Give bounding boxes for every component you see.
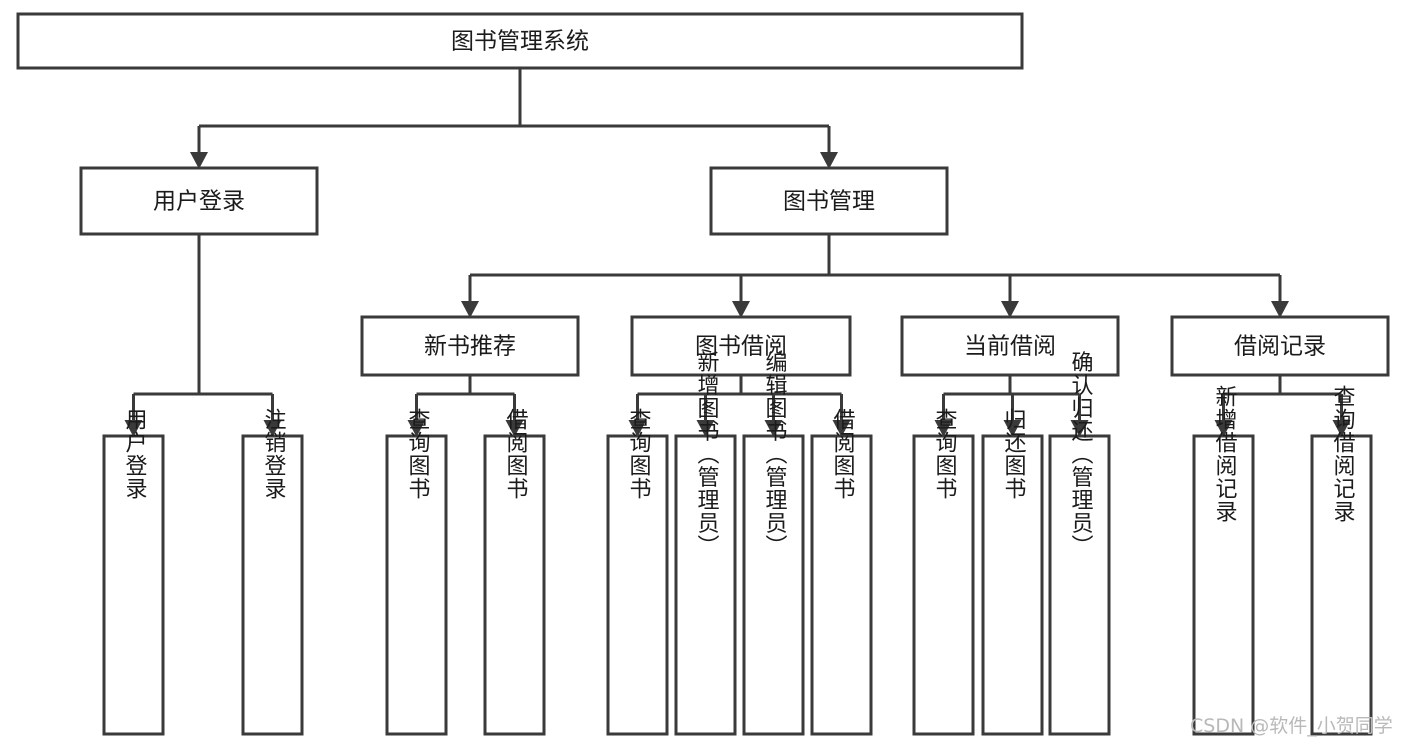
node-box [241, 434, 304, 736]
node-box [709, 166, 949, 236]
arrow-head-icon [505, 420, 524, 437]
node-leaf-confirm-return[interactable]: 确认归还（管理员） [1048, 351, 1111, 736]
node-label: 查询图书 [405, 408, 431, 500]
edges-layer [124, 68, 1351, 437]
node-box [1170, 315, 1390, 377]
node-label: 查询借阅记录 [1330, 385, 1356, 523]
arrow-head-icon [934, 420, 953, 437]
node-leaf-user-login[interactable]: 用户登录 [102, 408, 165, 736]
node-leaf-logout[interactable]: 注销登录 [241, 408, 304, 736]
node-box [981, 434, 1044, 736]
node-label: 新书推荐 [424, 334, 516, 360]
node-box [1048, 434, 1111, 736]
arrow-head-icon [1214, 420, 1233, 437]
node-box [102, 434, 165, 736]
node-root[interactable]: 图书管理系统 [16, 12, 1024, 70]
arrow-head-icon [1271, 301, 1289, 318]
node-box [360, 315, 580, 377]
arrow-head-icon [732, 301, 750, 318]
node-box [79, 166, 319, 236]
arrow-head-icon [832, 420, 851, 437]
node-label: 借阅图书 [503, 408, 529, 500]
arrow-head-icon [190, 152, 208, 169]
node-new-book-rec[interactable]: 新书推荐 [360, 315, 580, 377]
node-label: 图书管理系统 [451, 29, 589, 55]
node-box [674, 434, 737, 736]
arrow-head-icon [1070, 420, 1089, 437]
node-current-borrow[interactable]: 当前借阅 [900, 315, 1120, 377]
node-label: 图书借阅 [695, 334, 787, 360]
node-box [810, 434, 873, 736]
node-label: 注销登录 [261, 408, 287, 500]
node-leaf-borrow-book-1[interactable]: 借阅图书 [483, 408, 546, 736]
nodes-layer: 图书管理系统用户登录图书管理新书推荐图书借阅当前借阅借阅记录用户登录注销登录查询… [16, 12, 1390, 736]
node-box [385, 434, 448, 736]
node-label: 新增借阅记录 [1212, 385, 1238, 523]
node-label: 确认归还（管理员） [1068, 351, 1094, 558]
node-borrow-record[interactable]: 借阅记录 [1170, 315, 1390, 377]
node-box [1310, 434, 1373, 736]
arrow-head-icon [407, 420, 426, 437]
arrow-head-icon [1001, 301, 1019, 318]
node-box [742, 434, 805, 736]
node-label: 编辑图书（管理员） [762, 351, 788, 558]
node-label: 图书管理 [783, 189, 875, 215]
node-leaf-query-book-3[interactable]: 查询图书 [912, 408, 975, 736]
node-leaf-query-book-2[interactable]: 查询图书 [606, 408, 669, 736]
node-leaf-query-record[interactable]: 查询借阅记录 [1310, 385, 1373, 736]
arrow-head-icon [628, 420, 647, 437]
arrow-head-icon [820, 152, 838, 169]
arrow-head-icon [764, 420, 783, 437]
node-box [606, 434, 669, 736]
arrow-head-icon [263, 420, 282, 437]
node-leaf-query-book-1[interactable]: 查询图书 [385, 408, 448, 736]
node-label: 借阅图书 [830, 408, 856, 500]
arrow-head-icon [1332, 420, 1351, 437]
node-leaf-add-record[interactable]: 新增借阅记录 [1192, 385, 1255, 736]
arrow-head-icon [461, 301, 479, 318]
node-label: 查询图书 [932, 408, 958, 500]
node-leaf-edit-book[interactable]: 编辑图书（管理员） [742, 351, 805, 736]
node-box [1192, 434, 1255, 736]
node-book-manage[interactable]: 图书管理 [709, 166, 949, 236]
node-label: 查询图书 [626, 408, 652, 500]
node-user-login[interactable]: 用户登录 [79, 166, 319, 236]
node-label: 借阅记录 [1234, 334, 1326, 360]
node-box [483, 434, 546, 736]
node-box [912, 434, 975, 736]
node-book-borrow[interactable]: 图书借阅 [630, 315, 852, 377]
node-box [900, 315, 1120, 377]
arrow-head-icon [124, 420, 143, 437]
node-label: 新增图书（管理员） [694, 351, 720, 558]
node-box [16, 12, 1024, 70]
node-label: 归还图书 [1001, 408, 1027, 500]
node-label: 用户登录 [153, 189, 245, 215]
node-leaf-borrow-book-2[interactable]: 借阅图书 [810, 408, 873, 736]
arrow-head-icon [1003, 420, 1022, 437]
node-label: 当前借阅 [964, 334, 1056, 360]
node-box [630, 315, 852, 377]
node-label: 用户登录 [122, 408, 148, 500]
arrow-head-icon [696, 420, 715, 437]
node-leaf-return-book[interactable]: 归还图书 [981, 408, 1044, 736]
node-leaf-add-book[interactable]: 新增图书（管理员） [674, 351, 737, 736]
